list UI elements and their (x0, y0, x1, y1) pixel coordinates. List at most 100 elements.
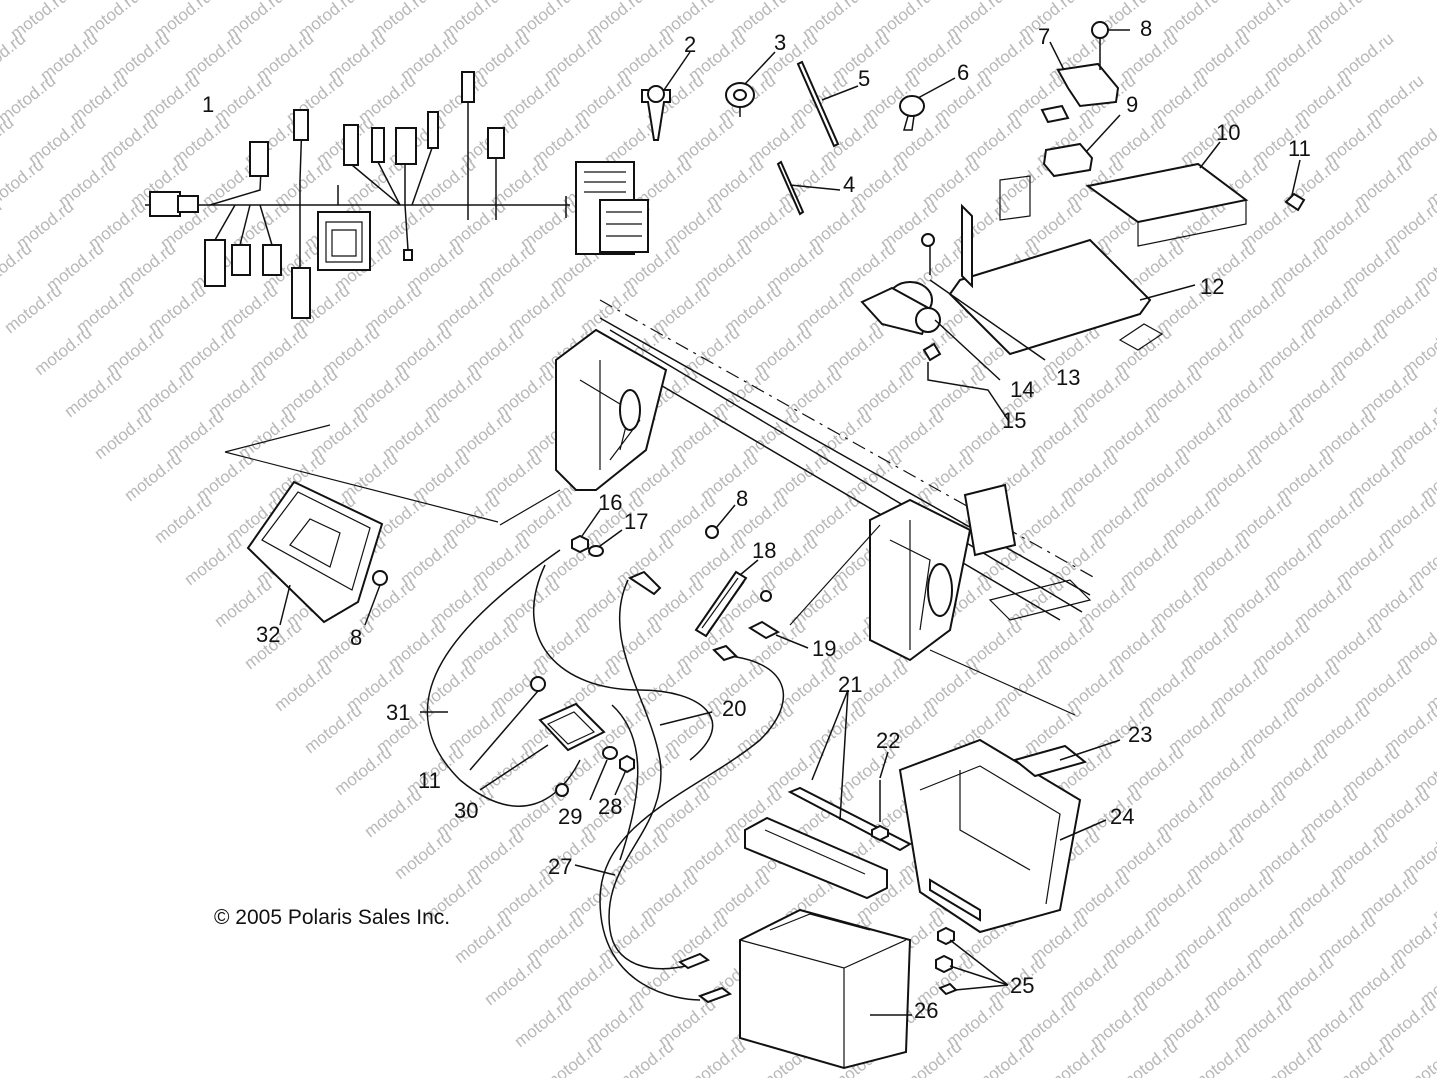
watermark-text: motod.ru (541, 1037, 606, 1078)
solenoid-part-14 (860, 233, 1046, 381)
switch-part-30 (469, 676, 606, 797)
watermark-text: motod.ru (1333, 1037, 1398, 1078)
hardware-part-25 (935, 926, 1009, 996)
watermark-text: motod.ru (1, 281, 66, 337)
callout-16: 16 (598, 490, 622, 515)
callout-32: 32 (256, 622, 280, 647)
watermark-text: motod.ru (1261, 1037, 1326, 1078)
watermark-text: motod.ru (151, 491, 216, 547)
watermark-text: motod.ru (121, 449, 186, 505)
callout-17: 17 (624, 509, 648, 534)
watermark-text: motod.ru (613, 1037, 678, 1078)
watermark-text: motod.ru (511, 995, 576, 1051)
nut-part-28 (614, 754, 635, 796)
bolt-part-22 (871, 751, 889, 842)
cable-part-31 (420, 549, 714, 807)
watermark-text: motod.ru (901, 1037, 966, 1078)
callout-12: 12 (1200, 274, 1224, 299)
watermark-text: motod.ru (1189, 1037, 1254, 1078)
callout-21: 21 (838, 672, 862, 697)
bolt-part-8-left (364, 570, 388, 626)
callout-18: 18 (752, 538, 776, 563)
washer-part-17 (588, 529, 623, 557)
grommet-part-6 (899, 77, 956, 131)
callout-11-top: 11 (1288, 136, 1311, 161)
callout-1: 1 (202, 92, 214, 117)
copyright-notice: © 2005 Polaris Sales Inc. (214, 906, 451, 929)
callout-11-bottom: 11 (418, 768, 441, 793)
watermark-text: motod.ru (1045, 1037, 1110, 1078)
callout-31: 31 (386, 700, 410, 725)
callout-4: 4 (843, 172, 855, 197)
watermark-text: motod.ru (451, 911, 516, 967)
callout-6: 6 (957, 60, 969, 85)
watermark-text: motod.ru (91, 407, 156, 463)
callout-5: 5 (858, 66, 870, 91)
strap-part-21 (744, 689, 913, 900)
callout-labels: 1 2 3 4 5 6 7 8 9 10 11 12 13 14 15 16 1… (202, 16, 1311, 1023)
switch-part-2 (641, 51, 691, 141)
watermark-text: motod.ru (0, 113, 17, 169)
watermark-text: motod.ru (481, 953, 546, 1009)
screw-part-11-top (1284, 159, 1306, 212)
callout-15: 15 (1002, 408, 1026, 433)
callout-28: 28 (598, 794, 622, 819)
bolt-part-8-top (1091, 21, 1130, 70)
callout-8-left: 8 (350, 625, 362, 650)
rod-part-5 (796, 60, 859, 148)
rod-part-4 (776, 160, 841, 216)
callout-22: 22 (876, 728, 900, 753)
callout-14: 14 (1010, 377, 1034, 402)
watermark-text: motod.ru (1117, 1037, 1182, 1078)
relay-part-9 (1042, 114, 1121, 178)
frame (224, 299, 1096, 716)
wire-harness (145, 71, 649, 319)
callout-10: 10 (1216, 120, 1240, 145)
callout-27: 27 (548, 854, 572, 879)
bolt-part-8-center (705, 504, 736, 539)
callout-3: 3 (774, 30, 786, 55)
cable-part-20 (608, 570, 713, 970)
watermark-text: motod.ru (0, 239, 35, 295)
nut-part-16 (571, 509, 601, 554)
watermark-text: motod.ru (973, 1037, 1038, 1078)
watermark-text: motod.ru (331, 743, 396, 799)
watermark-text: motod.ru (391, 827, 456, 883)
callout-8-center: 8 (736, 486, 748, 511)
callout-13: 13 (1056, 365, 1080, 390)
callout-26: 26 (914, 998, 938, 1023)
callout-23: 23 (1128, 722, 1152, 747)
grommet-part-3 (725, 51, 776, 117)
callout-24: 24 (1110, 804, 1134, 829)
watermark-text: motod.ru (301, 701, 366, 757)
battery-part-26 (739, 908, 912, 1070)
watermark-text: motod.ru (181, 533, 246, 589)
bracket-part-12 (948, 175, 1196, 356)
callout-29: 29 (558, 804, 582, 829)
battery-box-part-24 (898, 738, 1107, 934)
watermark-text: motod.ru (31, 323, 96, 379)
callout-25: 25 (1010, 973, 1034, 998)
cable-part-27 (574, 644, 785, 1004)
callout-8-top: 8 (1140, 16, 1152, 41)
callout-7: 7 (1038, 24, 1050, 49)
washer-part-29 (589, 746, 618, 801)
callout-20: 20 (722, 696, 746, 721)
watermark-text: motod.ru (61, 365, 126, 421)
cover-part-10 (1085, 141, 1249, 247)
control-box-part-32 (246, 480, 384, 626)
nut-part-15 (922, 342, 1009, 421)
pad-part-23 (1012, 739, 1121, 778)
watermark-text: motod.ru (1405, 1037, 1437, 1078)
callout-2: 2 (684, 32, 696, 57)
connector-part-19 (747, 590, 809, 649)
callout-9: 9 (1126, 92, 1138, 117)
fuse-block-part-18 (694, 559, 759, 638)
watermark-text: motod.ru (685, 1037, 750, 1078)
watermark-text: motod.ru (0, 155, 47, 211)
callout-19: 19 (812, 636, 836, 661)
watermark-text: motod.ru (271, 659, 336, 715)
watermark-text: motod.ru (361, 785, 426, 841)
callout-30: 30 (454, 798, 478, 823)
